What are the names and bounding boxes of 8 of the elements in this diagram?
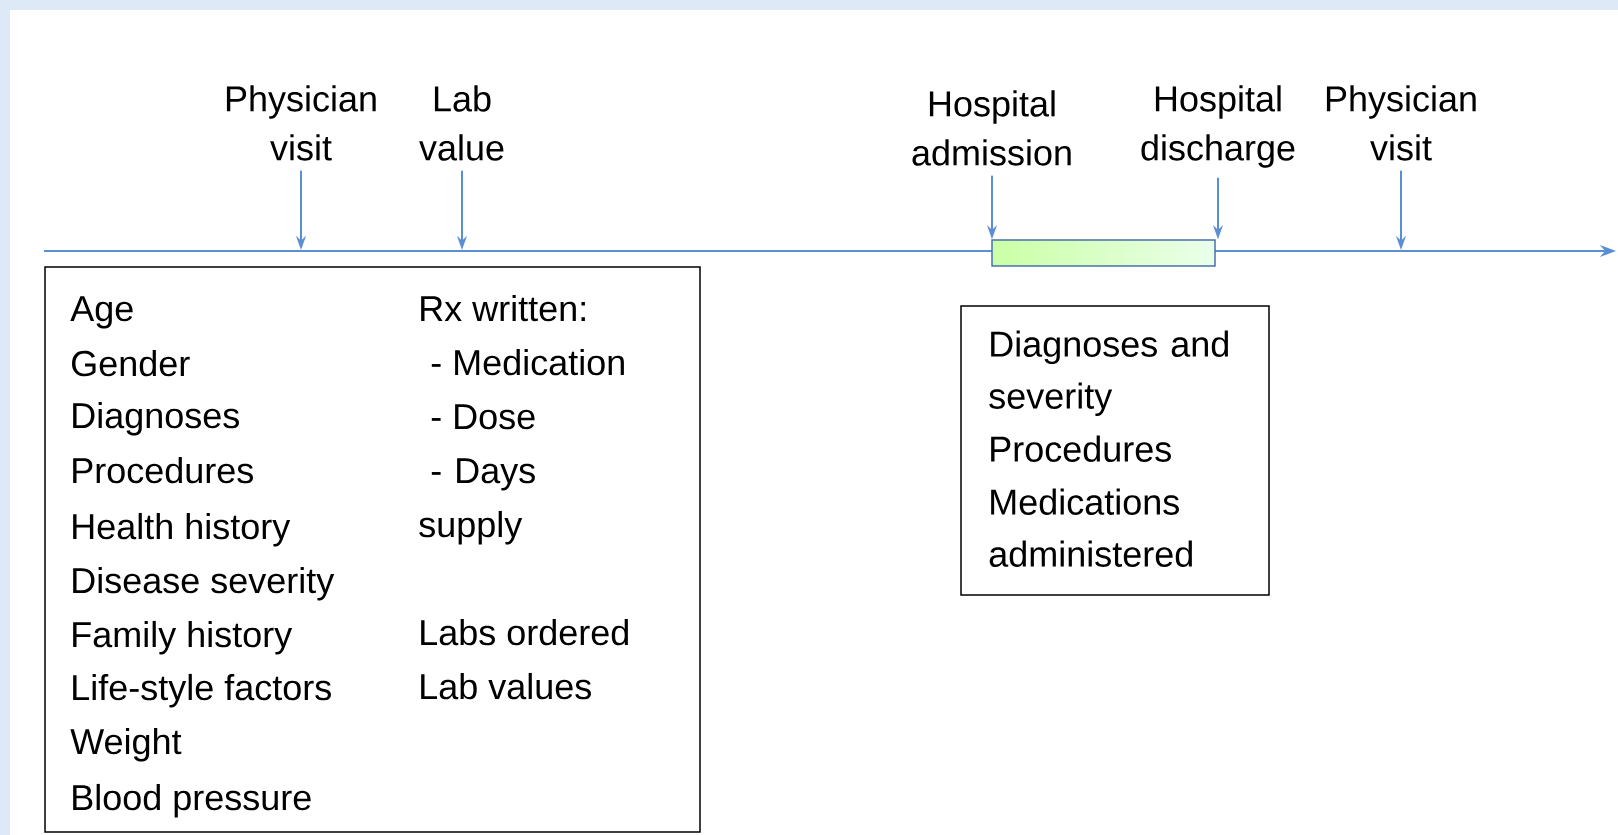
event-label: Hospital discharge [1141, 85, 1295, 168]
event-label: Physician visit [226, 85, 376, 161]
data-box: Diagnoses and severity Procedures Medications administered [960, 305, 1270, 596]
data-box: Age Gender Diagnoses Procedures Health history Disease severity Family history Life-style factors Weight Blood pressure Rx written: - Medication - Dose - Days supply Labs ordered Lab values [44, 266, 701, 833]
stay-bar [991, 239, 1216, 267]
event-label: Physician visit [1326, 85, 1476, 161]
event-label: Hospital admission [912, 90, 1071, 166]
event-label: Lab value [419, 85, 504, 161]
